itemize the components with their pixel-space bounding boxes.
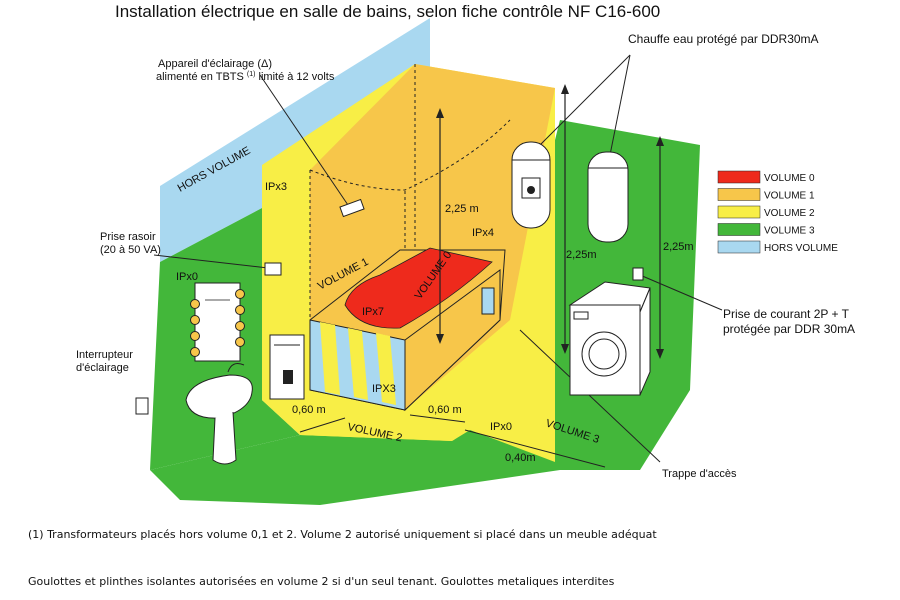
mirror [190,282,245,362]
ipx3-top: IPx3 [265,181,287,193]
legend-swatch [717,223,761,236]
socket-2p-t [632,267,644,281]
prise-rasoir-label-2: (20 à 50 VA) [100,244,161,256]
legend-label: VOLUME 0 [764,173,815,184]
footnote-1: (1) Transformateurs placés hors volume 0… [28,528,657,541]
razor-socket [264,262,282,276]
legend-label: VOLUME 2 [764,208,815,219]
legend-swatch [717,205,761,219]
ipx3-bath: IPX3 [372,383,396,395]
appareil-sup: (1) [247,71,256,78]
legend-swatch [717,170,761,184]
dim-225-c: 2,25m [663,241,694,253]
appareil-label-2: alimenté en TBTS [156,71,244,83]
legend-label: VOLUME 1 [764,191,815,202]
dim-225-a: 2,25 m [445,203,479,215]
interrupteur-label-1: Interrupteur [76,349,133,361]
water-heater-1 [511,141,551,229]
prise-courant-label-2: protégée par DDR 30mA [723,322,855,336]
legend-label: VOLUME 3 [764,226,815,237]
dim-060-b: 0,60 m [428,404,462,416]
bath-front [309,269,501,412]
interrupteur-label-2: d'éclairage [76,362,129,374]
trappe-label: Trappe d'accès [662,468,737,480]
legend-swatch [717,188,761,201]
legend-label: HORS VOLUME [764,243,838,254]
legend-swatch [717,240,761,254]
dim-060-a: 0,60 m [292,404,326,416]
svg-text:alimenté en TBTS (1) limité à: alimenté en TBTS (1) limité à 12 volts [156,67,335,83]
dim-225-b: 2,25m [566,249,597,261]
washing-machine [568,281,651,396]
light-switch[interactable] [135,397,149,415]
hors-volume-wall [160,18,430,262]
prise-courant-label-1: Prise de courant 2P + T [723,307,850,321]
chauffe-eau-label: Chauffe eau protégé par DDR30mA [628,32,819,46]
ipx0-left: IPx0 [176,271,198,283]
dim-040: 0,40m [505,452,536,464]
prise-rasoir-label-1: Prise rasoir [100,231,156,243]
footnote-2: Goulottes et plinthes isolantes autorisé… [28,575,615,588]
light-fixture [339,198,365,218]
diagram-title: Installation électrique en salle de bain… [115,2,660,21]
sink [185,363,253,465]
ipx0-floor: IPx0 [490,421,512,433]
volume-3-floor [150,120,700,505]
heating-panel [269,334,305,400]
legend: VOLUME 0 VOLUME 1 VOLUME 2 VOLUME 3 HORS VOL… [717,170,838,254]
appareil-label-2b: limité à 12 volts [259,71,335,83]
appareil-label-1: Appareil d'éclairage (Δ) [158,58,272,70]
ipx4-label: IPx4 [472,227,494,239]
volume-0-zone [344,247,493,329]
ipx7-label: IPx7 [362,306,384,318]
water-heater-2 [587,151,629,243]
